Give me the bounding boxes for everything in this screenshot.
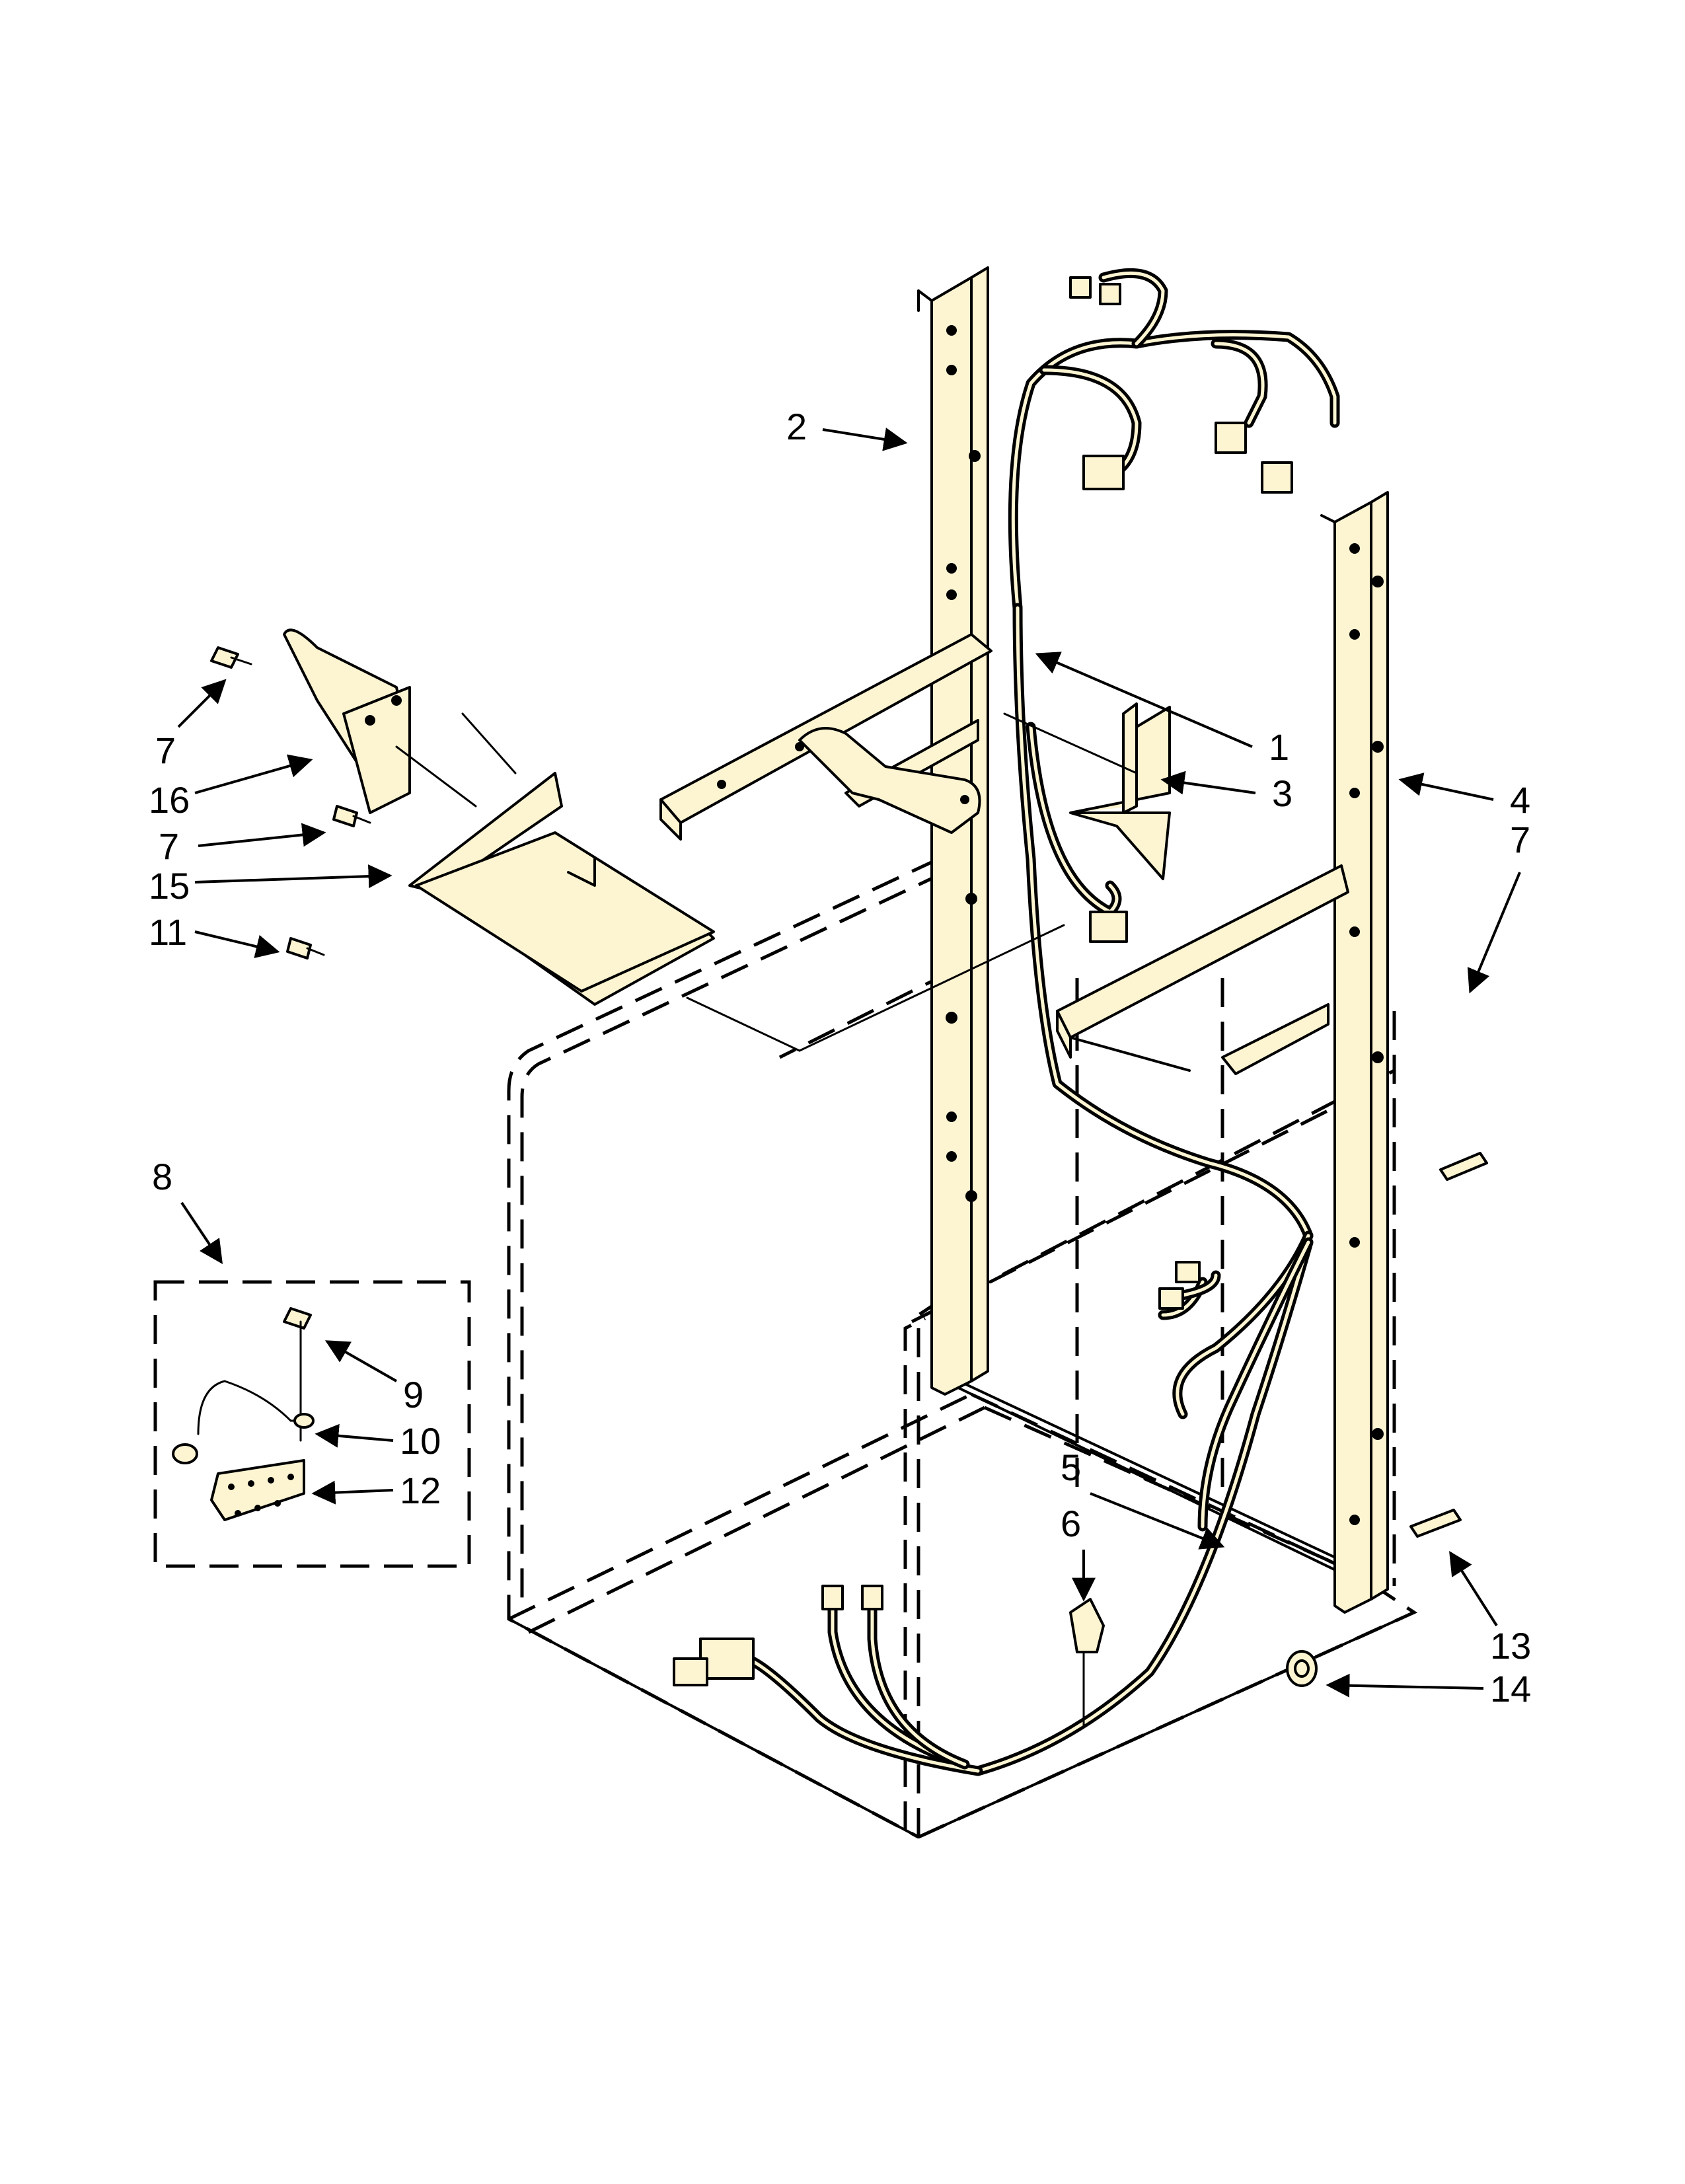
leader-lines [686, 712, 1138, 1052]
harness-connectors [673, 276, 1293, 1686]
upper-left-bracket [659, 633, 992, 841]
callout-16: 16 [149, 779, 190, 821]
left-rail [917, 266, 989, 1396]
callout-11: 11 [149, 911, 187, 953]
callout-5: 5 [1061, 1447, 1081, 1488]
callout-4: 3 [1272, 772, 1292, 814]
callout-13: 13 [1490, 1625, 1531, 1667]
callouts: 2 1 3 4 7 7 16 7 15 11 8 9 10 12 5 6 13 [149, 406, 1531, 1710]
callout-1: 1 [1269, 726, 1289, 768]
upper-wire-harness [741, 268, 1340, 1776]
hardware [1069, 1152, 1488, 1726]
callout-2: 2 [786, 406, 807, 447]
right-rail [1320, 491, 1389, 1614]
callout-7-right: 7 [1510, 819, 1530, 860]
terminal-bracket [283, 628, 715, 1006]
ground-kit-box [153, 1280, 471, 1568]
callout-6: 6 [1061, 1503, 1081, 1544]
callout-12: 12 [400, 1470, 441, 1511]
callout-8: 8 [152, 1156, 172, 1197]
callout-10: 10 [400, 1420, 441, 1462]
callout-14: 14 [1490, 1668, 1531, 1710]
callout-7-mid: 7 [159, 825, 179, 867]
callout-9: 9 [403, 1374, 424, 1415]
callout-7-top: 7 [155, 730, 176, 771]
control-bracket [1069, 702, 1171, 880]
callout-3: 4 [1510, 779, 1530, 821]
callout-15: 15 [149, 865, 190, 907]
right-cross-bracket [1056, 864, 1349, 1075]
screws [210, 646, 371, 960]
base-outline [507, 1373, 1415, 1838]
